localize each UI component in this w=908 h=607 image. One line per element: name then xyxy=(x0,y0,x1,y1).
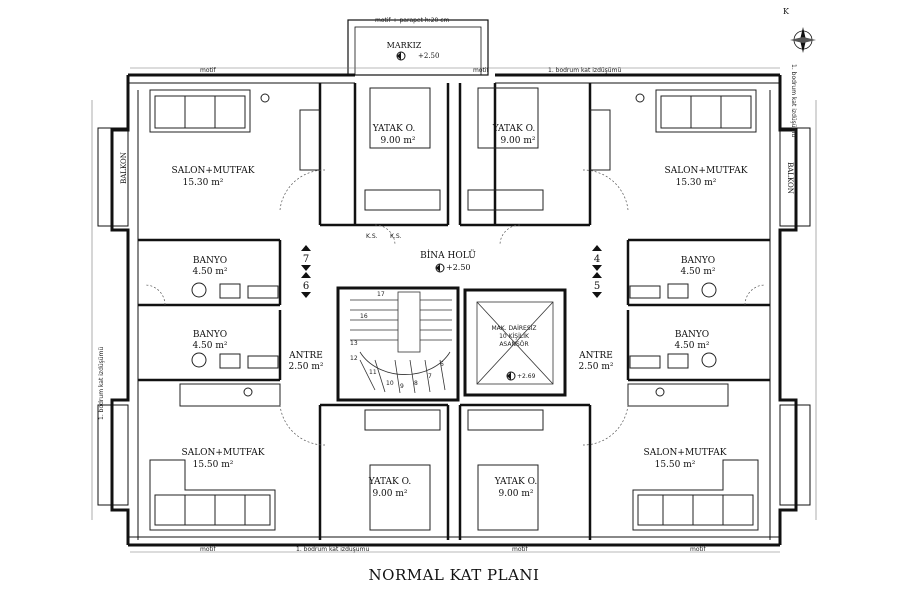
ks-1: K.S. xyxy=(366,233,378,240)
antre-r-area: 2.50 m² xyxy=(578,362,613,372)
stair-numbers: 17 16 9 10 11 12 13 8 7 6 xyxy=(350,291,444,390)
banyo-4-name: BANYO xyxy=(675,330,709,340)
stair-num: 6 xyxy=(440,361,444,368)
yatak-bl-name: YATAK O. xyxy=(368,477,412,487)
staircase xyxy=(350,291,554,394)
stair-num: 8 xyxy=(414,380,418,387)
elevator-l3: ASANSÖR xyxy=(499,341,528,348)
salon-tl-area: 15.30 m² xyxy=(183,178,224,188)
salon-bl-area: 15.50 m² xyxy=(193,460,234,470)
bodrum-right: 1. bodrum kat izdüşümü xyxy=(790,64,797,137)
stair-num: 12 xyxy=(350,355,358,362)
room-labels: motif + parapet h:20 cm MARKIZ +2.50 mot… xyxy=(98,17,797,553)
bodrum-bottom: 1. bodrum kat izdüşümü xyxy=(296,546,369,553)
section-markers: 7 6 4 5 xyxy=(301,245,602,298)
furniture xyxy=(149,87,759,531)
salon-br-name: SALON+MUTFAK xyxy=(644,448,727,458)
salon-bl-name: SALON+MUTFAK xyxy=(182,448,265,458)
compass-letter: K xyxy=(783,7,790,16)
salon-tr-name: SALON+MUTFAK xyxy=(665,166,748,176)
banyo-2-area: 4.50 m² xyxy=(192,341,227,351)
stair-num: 9 xyxy=(400,383,404,390)
stair-num: 13 xyxy=(350,340,358,347)
yatak-bl-area: 9.00 m² xyxy=(372,489,407,499)
bodrum-left: 1. bodrum kat izdüşümü xyxy=(98,347,105,420)
antre-l-area: 2.50 m² xyxy=(288,362,323,372)
antre-l-name: ANTRE xyxy=(288,351,323,361)
markiz-level: +2.50 xyxy=(418,52,439,60)
marker-4: 4 xyxy=(594,254,600,265)
banyo-2-name: BANYO xyxy=(193,330,227,340)
dimension-lines xyxy=(91,67,817,553)
elevator-level: +2.69 xyxy=(517,373,536,380)
hall-label: BİNA HOLÜ xyxy=(420,249,476,261)
banyo-4-area: 4.50 m² xyxy=(674,341,709,351)
elevator-l2: 10 KİŞİLİK xyxy=(499,333,530,340)
interior-walls xyxy=(138,83,770,540)
plan-title: NORMAL KAT PLANI xyxy=(369,566,540,584)
motif-bc: motif xyxy=(512,546,529,553)
stair-num: 16 xyxy=(360,313,368,320)
yatak-tr-area: 9.00 m² xyxy=(500,136,535,146)
marker-7: 7 xyxy=(303,254,309,265)
elevator-l1: MAK. DAİRESİZ xyxy=(491,325,536,332)
compass-icon: K xyxy=(783,7,816,53)
stair-num: 11 xyxy=(369,369,377,376)
marker-6: 6 xyxy=(303,281,309,292)
bodrum-top: 1. bodrum kat izdüşümü xyxy=(548,67,621,74)
outer-walls xyxy=(97,19,811,547)
antre-r-name: ANTRE xyxy=(578,351,613,361)
marker-5: 5 xyxy=(594,281,600,292)
motif-tc: motif xyxy=(473,67,490,74)
salon-tl-name: SALON+MUTFAK xyxy=(172,166,255,176)
motif-tl: motif xyxy=(200,67,217,74)
markiz-label: MARKIZ xyxy=(387,41,422,50)
yatak-br-name: YATAK O. xyxy=(494,477,538,487)
balkon-r-label: BALKON xyxy=(786,162,794,194)
yatak-br-area: 9.00 m² xyxy=(498,489,533,499)
top-note: motif + parapet h:20 cm xyxy=(375,17,450,24)
yatak-tl-area: 9.00 m² xyxy=(380,136,415,146)
banyo-1-name: BANYO xyxy=(193,256,227,266)
banyo-1-area: 4.50 m² xyxy=(192,267,227,277)
level-markers xyxy=(396,51,516,381)
stair-num: 7 xyxy=(428,373,432,380)
ks-2: K.S. xyxy=(390,233,402,240)
door-swings xyxy=(144,169,766,446)
stair-num: 10 xyxy=(386,380,394,387)
balkon-l-label: BALKON xyxy=(120,152,128,184)
banyo-3-area: 4.50 m² xyxy=(680,267,715,277)
stair-num: 17 xyxy=(377,291,385,298)
motif-bl: motif xyxy=(200,546,217,553)
yatak-tl-name: YATAK O. xyxy=(372,124,416,134)
salon-tr-area: 15.30 m² xyxy=(676,178,717,188)
banyo-3-name: BANYO xyxy=(681,256,715,266)
yatak-tr-name: YATAK O. xyxy=(492,124,536,134)
salon-br-area: 15.50 m² xyxy=(655,460,696,470)
motif-br: motif xyxy=(690,546,707,553)
hall-level: +2.50 xyxy=(446,263,471,272)
